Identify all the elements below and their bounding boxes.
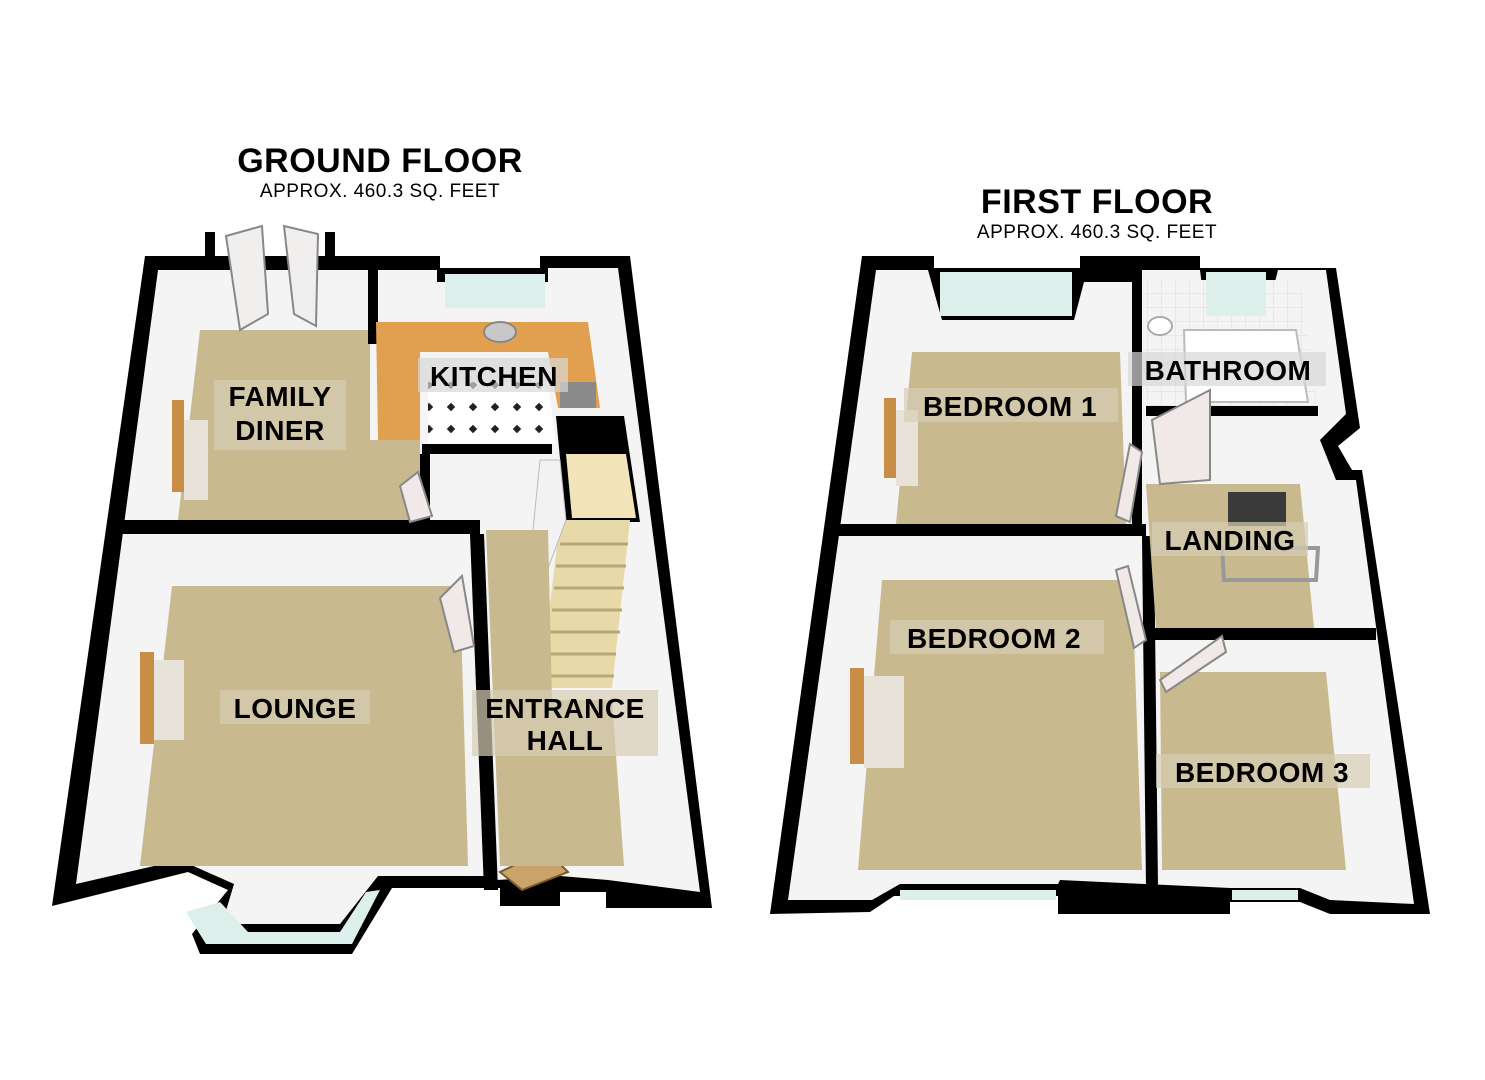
label-kitchen: KITCHEN [430,361,558,392]
bathroom-landing-wall [1146,406,1318,416]
bedroom-1-floor [896,352,1126,524]
diner-chimney [368,270,378,344]
bedroom-3-door [1158,634,1228,694]
bedroom-2-door [1114,564,1148,650]
label-lounge: LOUNGE [234,693,357,724]
label-bedroom-1: BEDROOM 1 [923,391,1097,422]
entrance-hall-floor [486,530,624,866]
lounge-hearth [154,660,184,740]
kitchen-window [445,274,545,308]
first-floor-heading: FIRST FLOOR APPROX. 460.3 SQ. FEET [897,183,1297,245]
bedroom-1-window [940,272,1072,316]
hall-partition [420,454,430,520]
bathroom-window [1206,272,1266,316]
diner-lounge-wall [118,520,480,534]
staircase [529,459,630,688]
ground-floor-title: GROUND FLOOR [237,142,523,180]
diner-fireplace [172,400,184,492]
bedroom-1-door [1114,442,1144,524]
first-floor-area: APPROX. 460.3 SQ. FEET [976,222,1218,243]
french-door-left [224,224,270,332]
kitchen-sink [483,321,517,343]
bedroom-2-hearth [864,676,904,768]
label-entrance-hall-line2: HALL [527,725,604,756]
label-landing: LANDING [1164,525,1295,556]
bedroom-2-window [900,890,1056,900]
bathroom-door [1150,388,1211,486]
kitchen-worktop [376,322,600,440]
lounge-bay-window [186,890,380,944]
bed1-bed2-wall [826,524,1146,536]
first-floor-title: FIRST FLOOR [980,183,1214,221]
french-door-right [282,224,320,328]
bedroom-1-hearth [896,410,918,486]
bed1-bath-wall [1132,262,1142,524]
bed2-landing-wall [1142,536,1158,888]
landing-bed3-wall [1154,628,1376,640]
kitchen-partition [422,444,552,454]
lounge-fireplace [140,652,154,744]
loft-hatch [1228,492,1286,526]
kitchen-floor [428,382,556,444]
label-entrance-hall-line1: ENTRANCE [485,693,645,724]
cupboard-floor [566,454,636,518]
ground-floor-area: APPROX. 460.3 SQ. FEET [259,181,501,202]
bathroom-basin [1147,316,1173,336]
lounge-door [438,573,476,654]
diner-door [398,470,434,524]
room-labels: FAMILY DINER KITCHEN LOUNGE ENTRANCE HAL… [214,352,1370,788]
label-bathroom: BATHROOM [1145,355,1312,386]
bedroom-2-fireplace [850,668,864,764]
diner-hearth [184,420,208,500]
label-family-diner-line1: FAMILY [228,381,331,412]
bedroom-3-window [1232,890,1298,900]
label-bedroom-3: BEDROOM 3 [1175,757,1349,788]
first-floor-plan [770,256,1430,914]
label-bedroom-2: BEDROOM 2 [907,623,1081,654]
ground-floor-plan [52,224,712,954]
ground-floor-heading: GROUND FLOOR APPROX. 460.3 SQ. FEET [180,142,580,204]
label-family-diner-line2: DINER [235,415,325,446]
lounge-floor [140,586,468,866]
bedroom-1-fireplace [884,398,896,478]
